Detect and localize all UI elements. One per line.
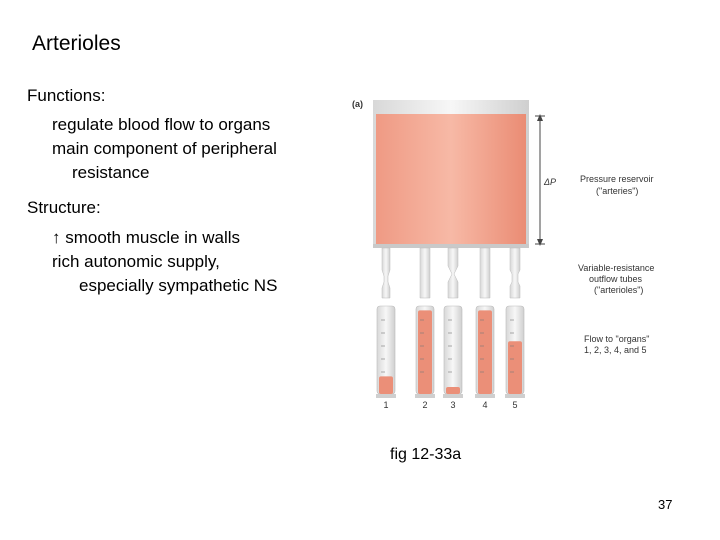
reservoir-base — [373, 244, 529, 248]
cylinder-1: 1 — [376, 305, 396, 410]
cylinder-3: 3 — [443, 305, 463, 410]
reservoir-label-2: ("arteries") — [596, 186, 638, 196]
cylinder-fluid — [379, 376, 393, 394]
cylinder-fluid — [418, 310, 432, 394]
cylinder-fluid — [508, 341, 522, 394]
reservoir-fluid — [376, 114, 526, 244]
figure-caption: fig 12-33a — [390, 446, 462, 463]
outflow-tubes — [381, 247, 521, 299]
organ-number: 1 — [383, 400, 388, 410]
structure-item-1-text: smooth muscle in walls — [65, 228, 241, 247]
cylinder-2: 2 — [415, 305, 435, 410]
cylinder-glass — [443, 305, 463, 395]
function-item-1: regulate blood flow to organs — [52, 115, 271, 134]
cylinder-fluid — [478, 310, 492, 394]
structure-item-2: rich autonomic supply, — [52, 252, 220, 271]
structure-heading: Structure: — [27, 198, 101, 217]
function-item-2-cont: resistance — [72, 163, 150, 182]
arterioles-model-figure: (a) ΔP Pressure reservoir ("arteries") V… — [352, 99, 654, 410]
outflow-tube-5 — [509, 247, 521, 299]
cylinder-base — [505, 394, 525, 398]
cylinder-base — [376, 394, 396, 398]
tubes-label-3: ("arterioles") — [594, 285, 643, 295]
organ-number: 5 — [512, 400, 517, 410]
up-arrow-icon: ↑ — [52, 228, 61, 247]
tubes-label-2: outflow tubes — [589, 274, 643, 284]
organ-cylinders: 1 2 3 4 5 — [376, 305, 525, 410]
cylinder-base — [443, 394, 463, 398]
outflow-tube-4 — [479, 247, 491, 299]
outflow-tube-3 — [447, 247, 459, 299]
flow-label-2: 1, 2, 3, 4, and 5 — [584, 345, 647, 355]
page-number: 37 — [658, 497, 673, 512]
cylinder-4: 4 — [475, 305, 495, 410]
slide-title: Arterioles — [32, 32, 121, 55]
delta-p-label: ΔP — [543, 177, 556, 187]
structure-item-2-cont: especially sympathetic NS — [79, 276, 278, 295]
cylinder-base — [475, 394, 495, 398]
outflow-tube-2 — [419, 247, 431, 299]
reservoir-label-1: Pressure reservoir — [580, 174, 654, 184]
flow-label-1: Flow to "organs" — [584, 334, 649, 344]
tubes-label-1: Variable-resistance — [578, 263, 654, 273]
organ-number: 2 — [422, 400, 427, 410]
functions-heading: Functions: — [27, 86, 106, 105]
function-item-2: main component of peripheral — [52, 139, 277, 158]
cylinder-fluid — [446, 386, 460, 394]
outflow-tube-1 — [381, 247, 391, 299]
organ-number: 4 — [482, 400, 487, 410]
panel-label: (a) — [352, 99, 363, 109]
structure-item-1: ↑ smooth muscle in walls — [52, 226, 240, 249]
cylinder-5: 5 — [505, 305, 525, 410]
organ-number: 3 — [450, 400, 455, 410]
cylinder-base — [415, 394, 435, 398]
delta-p-bracket — [535, 114, 545, 246]
